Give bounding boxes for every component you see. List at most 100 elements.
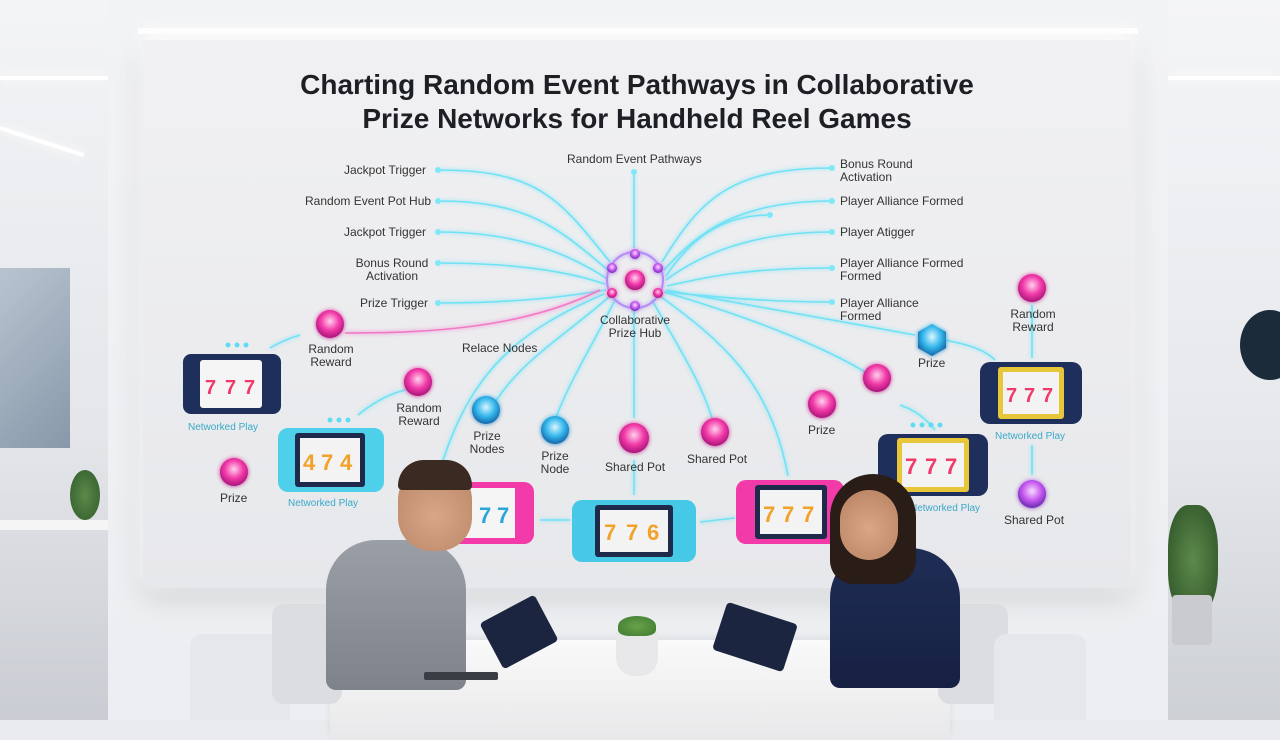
left-label: Bonus Round Activation (350, 257, 434, 283)
shared-pot-label: Shared Pot (1004, 513, 1065, 527)
wall-art (0, 268, 70, 448)
endpoint-dot (829, 265, 835, 271)
dot-trios (225, 342, 943, 428)
svg-text:7: 7 (905, 454, 917, 479)
pathway-line (665, 289, 916, 336)
right-label: Player Alliance Formed (840, 194, 964, 208)
random-event-pathways-label: Random Event Pathways (567, 152, 702, 166)
pathway-line (437, 200, 609, 271)
hub-label-line: Prize Hub (608, 326, 662, 340)
orb-icon (701, 418, 729, 446)
orb-icon (808, 390, 836, 418)
label-line: Node (540, 462, 570, 476)
right-label-line: Player Alliance (840, 296, 919, 310)
svg-text:7: 7 (244, 377, 255, 399)
right-label: Player Alliance Formed (840, 297, 919, 323)
endpoint-dot (829, 165, 835, 171)
ceiling-light (0, 76, 108, 80)
left-label-line: Bonus Round (355, 256, 429, 270)
endpoint-dot (435, 167, 441, 173)
svg-text:7: 7 (1042, 385, 1053, 407)
random-reward-label: Random Reward (1002, 308, 1064, 334)
right-label: Player Atigger (840, 225, 915, 239)
endpoint-dots (435, 165, 835, 306)
pathway-line (665, 231, 833, 281)
room-left-wall (0, 0, 108, 720)
pathway-line-pink (344, 289, 601, 334)
label-line: Random (396, 401, 442, 415)
pathway-line (666, 267, 833, 287)
pathway-line (699, 517, 736, 523)
label-line: Reward (1012, 320, 1054, 334)
right-label-line: Bonus Round (840, 157, 913, 171)
phone-device (424, 672, 498, 680)
svg-text:7: 7 (497, 503, 509, 528)
panel-top-light (138, 28, 1138, 34)
ceiling-light (1168, 76, 1280, 80)
label-line: Prize (473, 429, 501, 443)
networked-play-label: Networked Play (995, 431, 1066, 442)
right-label: Bonus Round Activation (840, 158, 913, 184)
svg-text:4: 4 (340, 450, 353, 475)
room-right-wall (1168, 0, 1280, 720)
wall-clock (1240, 310, 1280, 380)
random-reward-label: Random Reward (300, 343, 362, 369)
orb-icon (1018, 274, 1046, 302)
pathway-diagram: 777 474 777 776 777 (183, 165, 1082, 562)
orb-icon (220, 458, 248, 486)
left-label-line: Activation (365, 269, 419, 283)
hub-node-icon (606, 249, 664, 311)
prize-nodes-label: Prize Nodes (460, 430, 514, 456)
orb-icon (472, 396, 500, 424)
orb-icon (619, 423, 649, 453)
orb-icon (541, 416, 569, 444)
plant-pot (616, 632, 658, 676)
svg-text:7: 7 (1024, 385, 1035, 407)
prize-node-label: Prize Node (530, 450, 580, 476)
svg-text:7: 7 (225, 377, 236, 399)
orb-icon (1018, 480, 1046, 508)
relace-nodes-label: Relace Nodes (462, 341, 538, 355)
pathway-line (944, 339, 996, 361)
label-line: Random (308, 342, 354, 356)
svg-text:7: 7 (604, 520, 616, 545)
right-label-line: Formed (840, 269, 882, 283)
left-label: Prize Trigger (360, 296, 429, 310)
prize-label: Prize (220, 491, 248, 505)
chair (994, 634, 1086, 720)
label-line: Reward (398, 414, 440, 428)
networked-play-label: Networked Play (288, 498, 359, 509)
right-label: Player Alliance Formed Formed (840, 257, 963, 283)
left-label: Random Event Pot Hub (305, 194, 432, 208)
right-label-line: Player Alliance Formed (840, 256, 964, 270)
pathway-line (554, 299, 616, 421)
endpoint-dot (829, 229, 835, 235)
page-title: Charting Random Event Pathways in Collab… (143, 68, 1131, 136)
desk (0, 520, 108, 530)
label-line: Prize (541, 449, 569, 463)
prize-label: Prize (808, 423, 836, 437)
pathway-line (663, 200, 833, 271)
pathway-line (437, 169, 611, 263)
svg-text:7: 7 (626, 520, 638, 545)
svg-text:7: 7 (782, 502, 794, 527)
hub-label-line: Collaborative (599, 313, 671, 327)
pathway-lines (269, 167, 1033, 523)
orb-icon (316, 310, 344, 338)
svg-text:7: 7 (321, 450, 333, 475)
orb-nodes (220, 274, 1046, 508)
woman-head (840, 490, 898, 560)
svg-text:6: 6 (647, 520, 659, 545)
right-label-line: Activation (840, 170, 893, 184)
left-label: Jackpot Trigger (344, 225, 427, 239)
